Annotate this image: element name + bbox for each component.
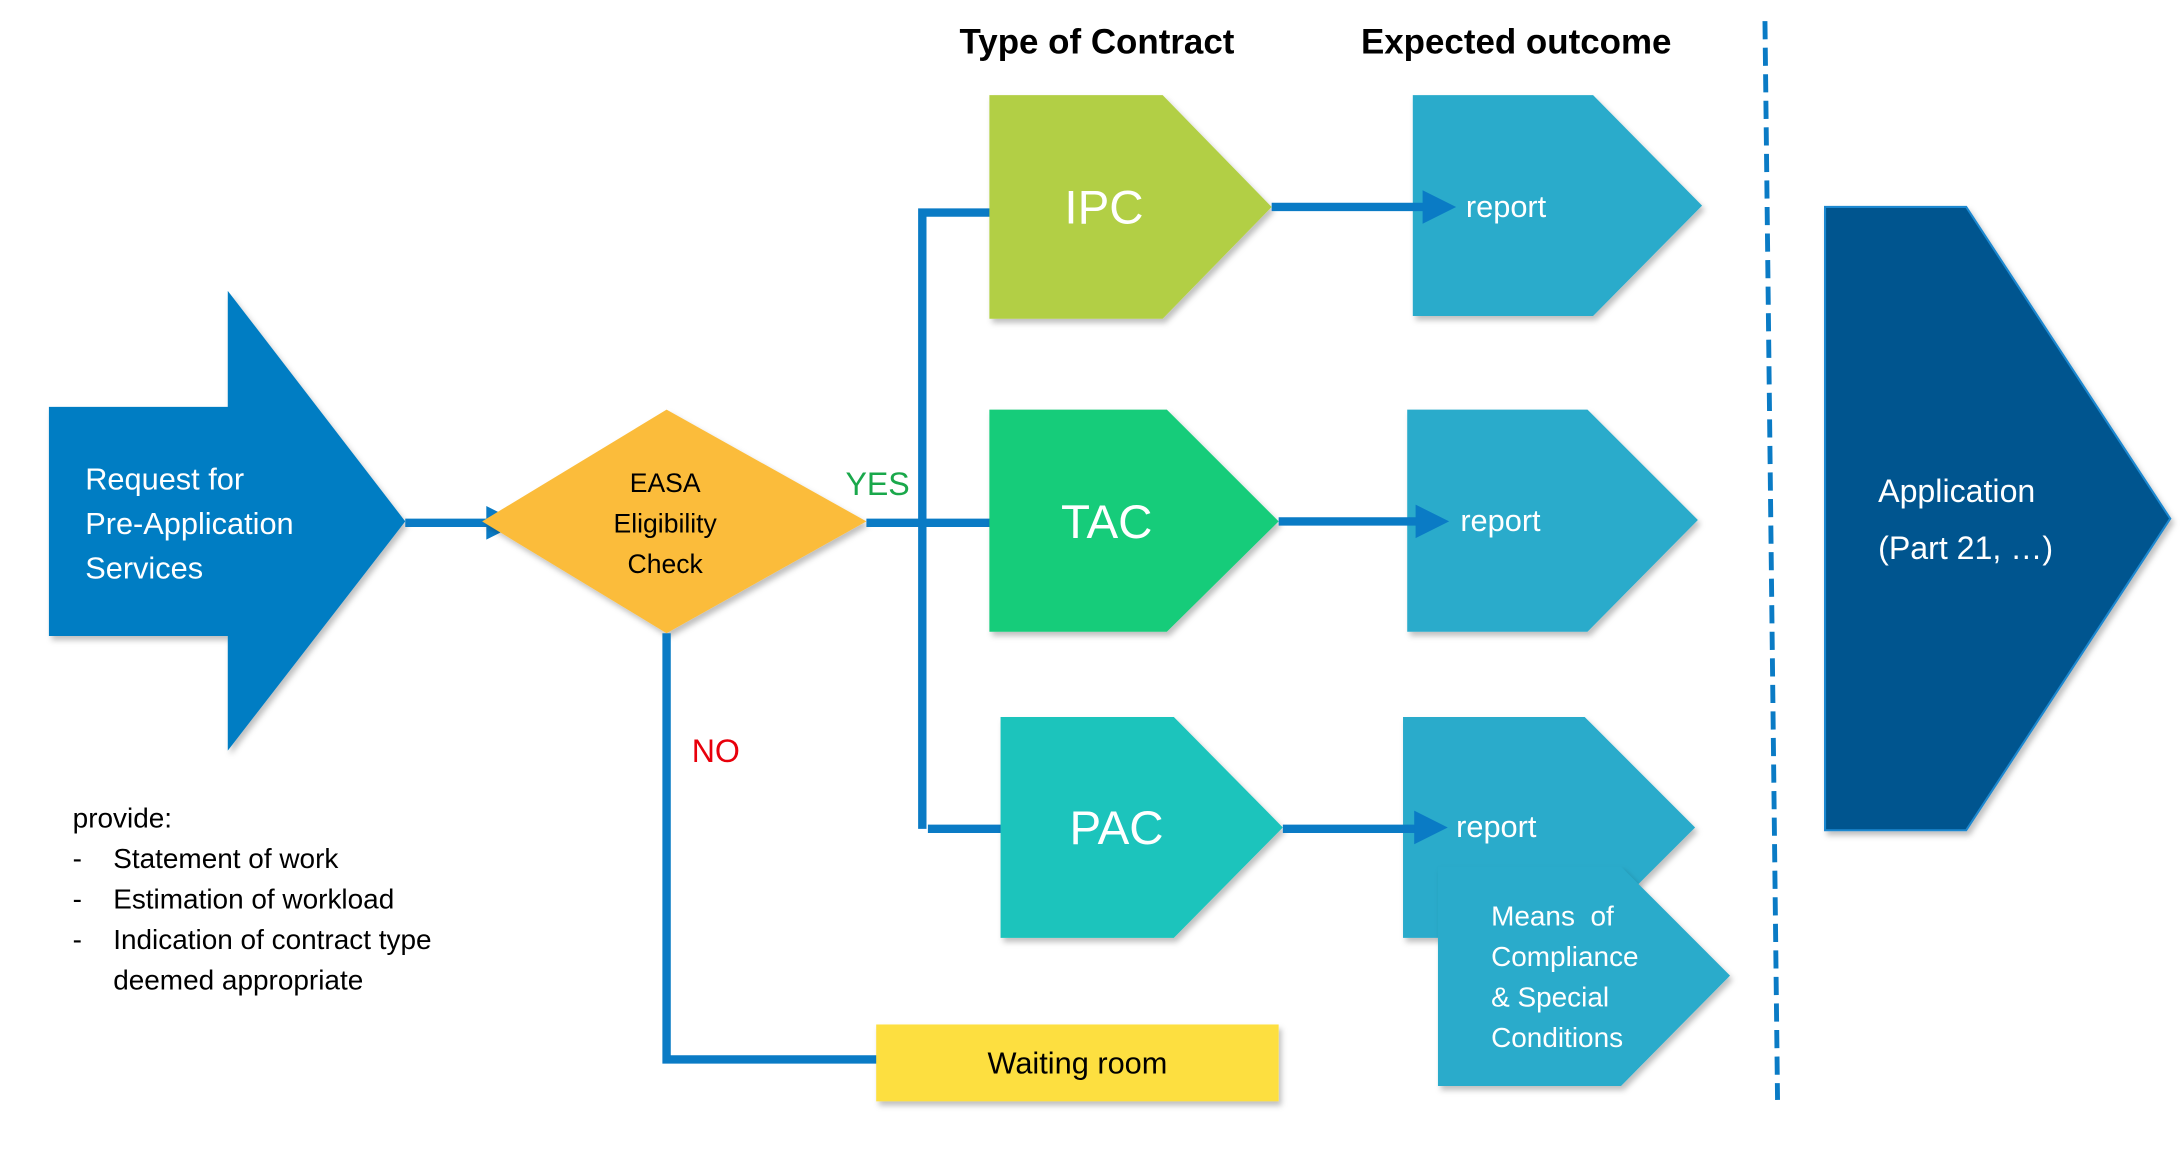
decision-diamond	[482, 409, 867, 634]
bullet: -	[73, 924, 82, 955]
contract-pac-label: PAC	[1069, 802, 1163, 855]
moc-line: Compliance	[1491, 941, 1639, 972]
contract-tac-label: TAC	[1061, 496, 1152, 549]
contract-tac-shape	[989, 409, 1279, 632]
moc-line: Means of	[1491, 900, 1614, 931]
outcome-tac-label: report	[1460, 503, 1541, 538]
provide-title: provide:	[73, 802, 172, 833]
waiting-room-label: Waiting room	[987, 1045, 1167, 1080]
outcome-ipc-label: report	[1466, 189, 1547, 224]
no-label: NO	[692, 733, 740, 769]
decision-line: Check	[628, 549, 704, 579]
arrowhead-icon	[1414, 810, 1448, 845]
arrowhead-icon	[1422, 190, 1457, 224]
no-connector	[662, 633, 902, 1064]
decision-line: EASA	[630, 468, 701, 498]
outcome-moc-label: Means of Compliance & Special Conditions	[1491, 900, 1639, 1053]
provide-item: Indication of contract type	[113, 924, 431, 955]
application-label: Application (Part 21, …)	[1878, 473, 2053, 566]
decision-line: Eligibility	[614, 509, 718, 539]
start-line: Services	[85, 551, 203, 586]
outcome-connectors	[1271, 202, 1429, 834]
contract-pac-shape	[1000, 717, 1283, 938]
provide-item: Estimation of workload	[113, 883, 394, 914]
header-contract-type: Type of Contract	[960, 22, 1235, 61]
moc-line: & Special	[1491, 981, 1609, 1012]
provide-list: provide: - Statement of work - Estimatio…	[73, 802, 432, 995]
waiting-room-box	[876, 1024, 1279, 1102]
start-arrow-shape	[48, 290, 406, 751]
start-line: Request for	[85, 461, 244, 496]
decision-label: EASA Eligibility Check	[614, 468, 718, 579]
divider-dashed-line	[1762, 21, 1780, 1100]
outcome-report-shape	[1412, 95, 1703, 316]
start-line: Pre-Application	[85, 506, 293, 541]
application-shape	[1824, 205, 2172, 832]
arrowhead-icon	[1415, 504, 1450, 539]
application-line: (Part 21, …)	[1878, 530, 2053, 566]
header-expected-outcome: Expected outcome	[1361, 22, 1672, 61]
outcome-pac-label: report	[1456, 809, 1537, 844]
application-line: Application	[1878, 473, 2035, 509]
contract-ipc-label: IPC	[1064, 182, 1143, 235]
yes-connectors	[866, 208, 1032, 834]
contract-ipc-shape	[989, 95, 1272, 319]
outcome-report-shape	[1407, 409, 1698, 632]
bullet: -	[73, 843, 82, 874]
moc-line: Conditions	[1491, 1022, 1623, 1053]
provide-item: Statement of work	[113, 843, 339, 874]
bullet: -	[73, 883, 82, 914]
provide-item: deemed appropriate	[113, 965, 363, 996]
outcome-moc-shape	[1437, 866, 1731, 1086]
yes-label: YES	[845, 466, 909, 502]
start-label: Request for Pre-Application Services	[85, 461, 293, 585]
